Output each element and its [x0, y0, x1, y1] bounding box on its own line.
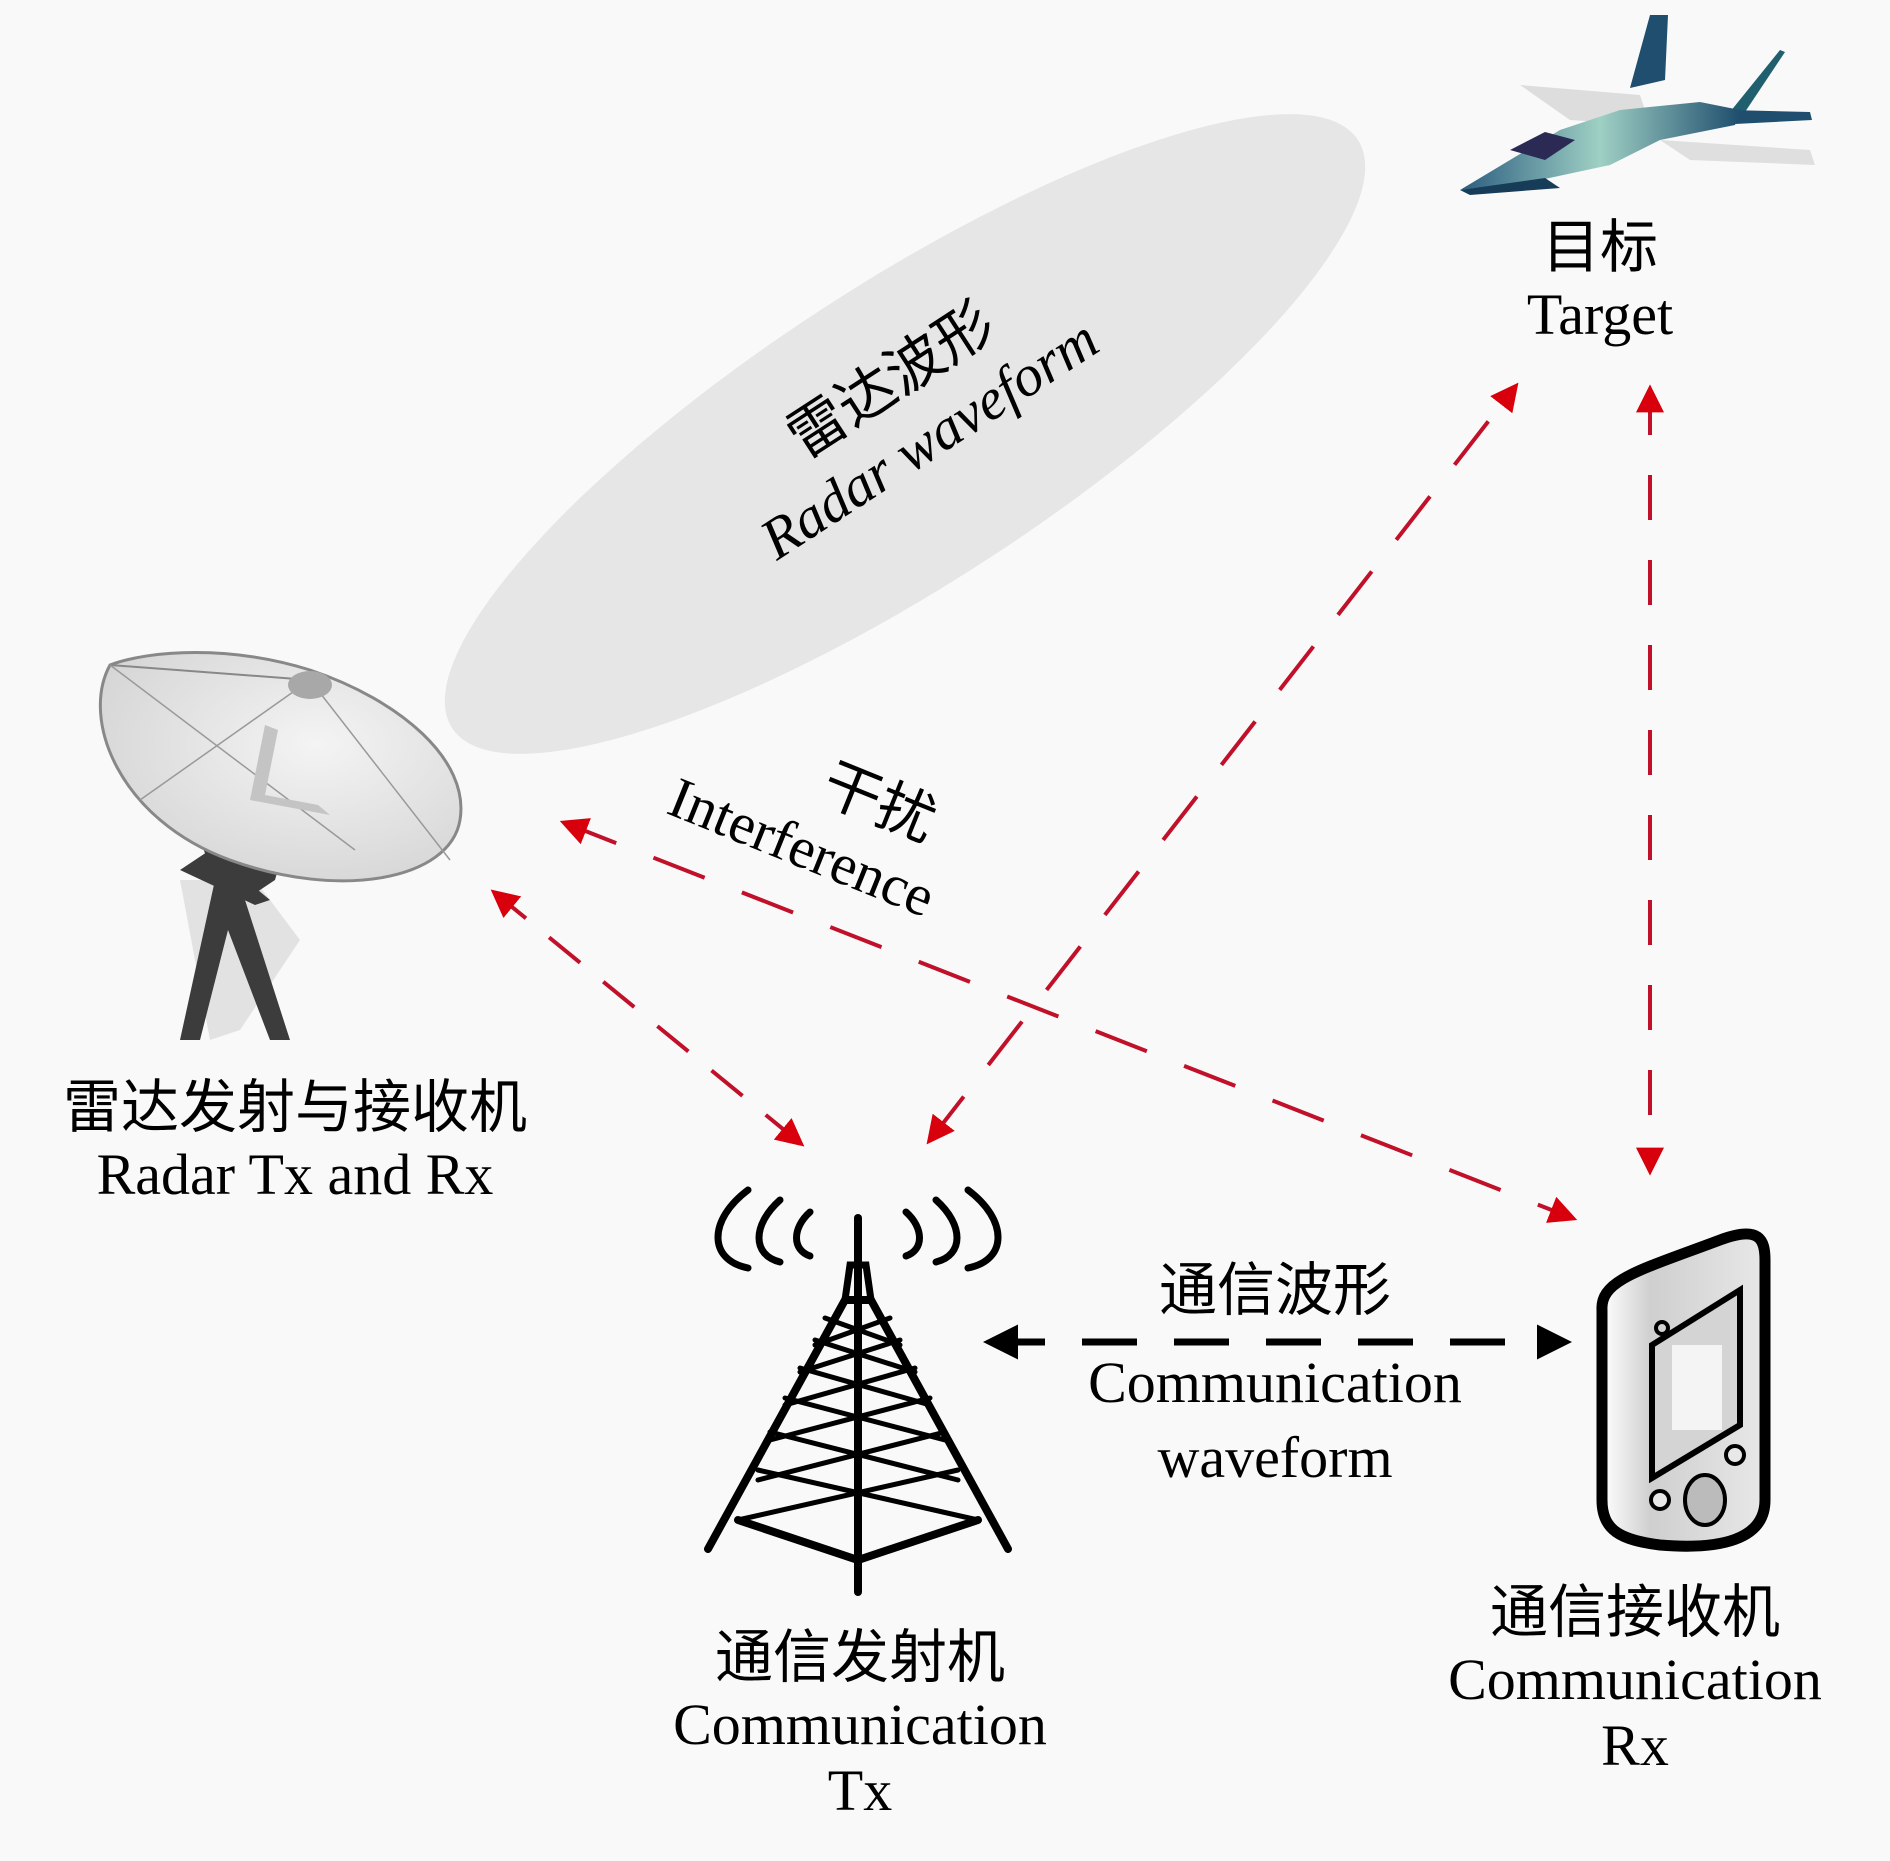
- comm-waveform-label-en: Communication waveform: [1010, 1345, 1540, 1496]
- handheld-device-icon: [1596, 1228, 1771, 1552]
- link-comm-tx-target: [926, 382, 1519, 1145]
- comm-rx-label: 通信接收机 Communication Rx: [1380, 1580, 1890, 1780]
- comm-waveform-en1: Communication: [1088, 1350, 1462, 1415]
- comm-waveform-cn: 通信波形: [1158, 1258, 1391, 1323]
- comm-waveform-en2: waveform: [1157, 1425, 1393, 1491]
- radar-dish-icon: [98, 651, 463, 1040]
- comm-tx-label: 通信发射机 Communication Tx: [600, 1625, 1120, 1825]
- comm-tx-label-en2: Tx: [827, 1758, 893, 1824]
- radar-label-en: Radar Tx and Rx: [96, 1141, 494, 1207]
- cell-tower-icon: [704, 1186, 1012, 1596]
- target-label-cn: 目标: [1541, 215, 1658, 280]
- comm-rx-label-en2: Rx: [1601, 1713, 1669, 1779]
- target-label-en: Target: [1526, 281, 1674, 347]
- comm-tx-label-en1: Communication: [673, 1691, 1047, 1757]
- comm-rx-label-cn: 通信接收机: [1489, 1580, 1780, 1645]
- comm-waveform-label-cn: 通信波形: [1010, 1258, 1540, 1325]
- target-label: 目标 Target: [1480, 215, 1720, 348]
- radar-label: 雷达发射与接收机 Radar Tx and Rx: [10, 1075, 580, 1208]
- link-interference: [559, 818, 1578, 1223]
- radar-beam: [444, 114, 1366, 754]
- fighter-jet-icon: [1460, 15, 1815, 195]
- comm-rx-label-en1: Communication: [1448, 1646, 1822, 1712]
- comm-tx-label-cn: 通信发射机: [714, 1625, 1005, 1690]
- radar-label-cn: 雷达发射与接收机: [62, 1075, 527, 1140]
